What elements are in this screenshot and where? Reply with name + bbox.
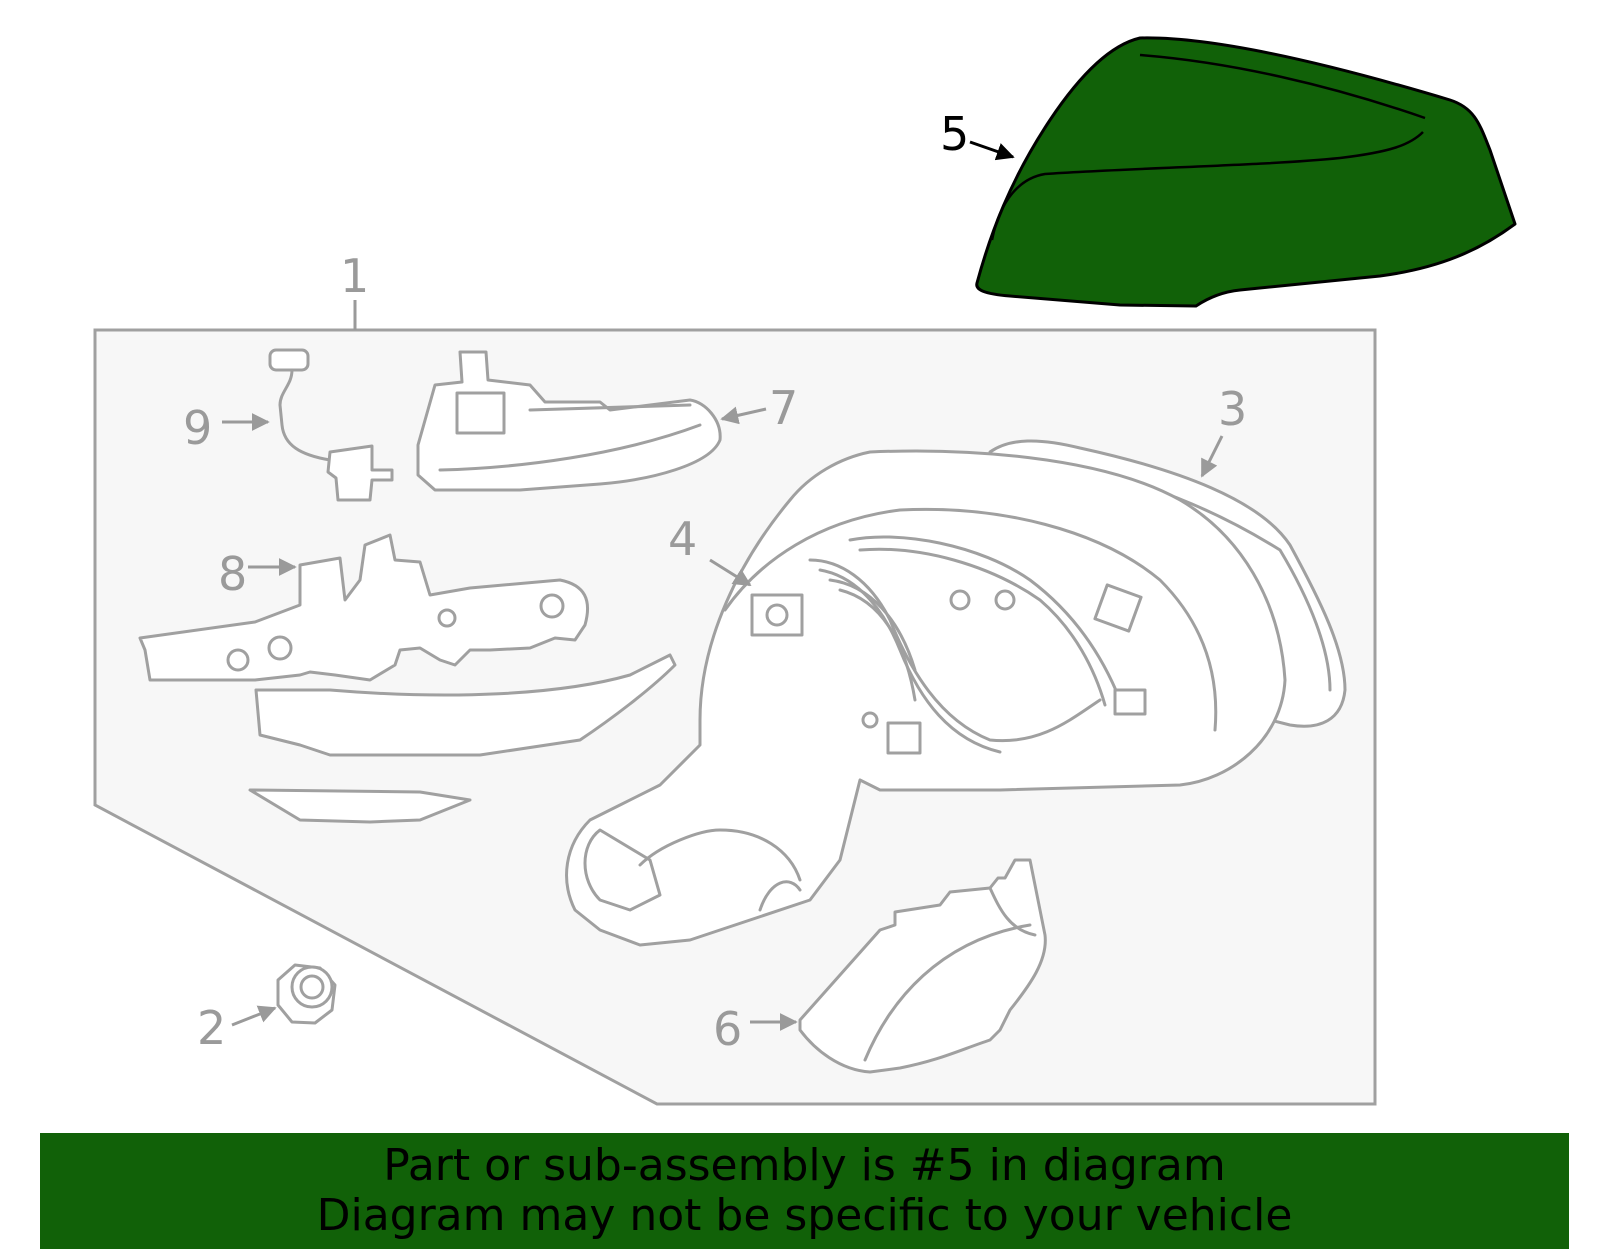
callout-3-label: 3 bbox=[1218, 382, 1247, 436]
part-2-nut[interactable] bbox=[276, 963, 337, 1025]
part-5-mirror-cover[interactable] bbox=[975, 36, 1517, 308]
callout-8-label: 8 bbox=[218, 547, 247, 601]
info-banner: Part or sub-assembly is #5 in diagram Di… bbox=[40, 1133, 1569, 1249]
callout-9-label: 9 bbox=[183, 401, 212, 455]
callout-4-label: 4 bbox=[668, 512, 697, 566]
callout-7-label: 7 bbox=[769, 381, 798, 435]
callout-2-leader bbox=[231, 1005, 277, 1027]
part-6-lower-cover[interactable] bbox=[798, 858, 1047, 1074]
banner-line-1: Part or sub-assembly is #5 in diagram bbox=[383, 1140, 1226, 1191]
callout-3-leader bbox=[1200, 435, 1224, 478]
callout-4-leader bbox=[709, 558, 752, 587]
banner-line-2: Diagram may not be specific to your vehi… bbox=[316, 1190, 1293, 1241]
part-9-wire-harness[interactable] bbox=[268, 348, 394, 502]
part-7-turn-signal-lamp[interactable] bbox=[416, 350, 722, 492]
callout-6-label: 6 bbox=[713, 1002, 742, 1056]
callout-7-leader bbox=[720, 406, 767, 425]
callout-5-leader bbox=[969, 140, 1015, 161]
part-8-bracket[interactable] bbox=[138, 533, 677, 824]
callout-5-label: 5 bbox=[940, 107, 969, 161]
callout-2-label: 2 bbox=[197, 1001, 226, 1055]
callout-1-label: 1 bbox=[340, 249, 369, 303]
